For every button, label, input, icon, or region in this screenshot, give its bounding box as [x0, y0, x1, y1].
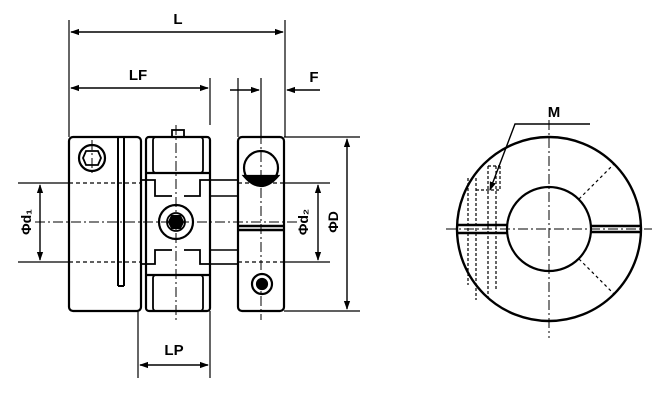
label-LF: LF: [129, 67, 147, 84]
label-LP: LP: [164, 342, 183, 359]
dimension-lines: [36, 28, 351, 369]
hex-socket-screw-icon: [250, 272, 274, 296]
hidden-screw-outline: [467, 165, 501, 300]
label-M: M: [548, 104, 561, 121]
left-hub: [67, 135, 143, 313]
label-F: F: [309, 69, 318, 86]
leader-M: [489, 123, 590, 191]
label-d1: Φd₁: [18, 209, 34, 235]
label-d2: Φd₂: [295, 209, 311, 235]
label-L: L: [173, 11, 182, 28]
front-view: [446, 120, 652, 338]
label-D: ΦD: [325, 211, 341, 233]
side-view: [35, 80, 300, 320]
extension-lines: [18, 20, 360, 378]
